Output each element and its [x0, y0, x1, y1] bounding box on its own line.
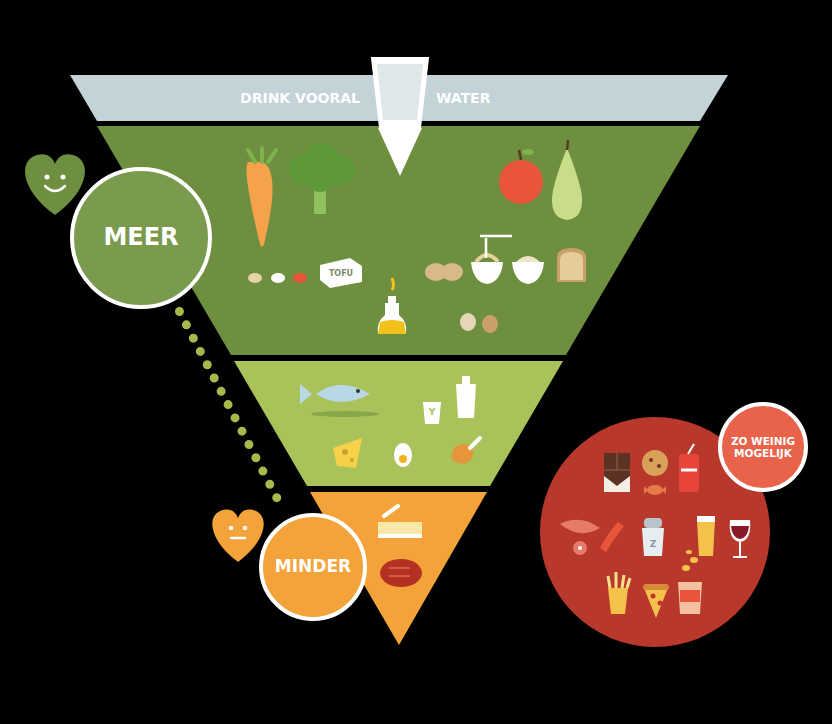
icon-label: Y [429, 407, 436, 417]
light-green-band [234, 361, 563, 486]
label-circle: MEER [70, 167, 212, 309]
water-band: DRINK VOORAL WATER [70, 75, 728, 121]
icon-label: Z [650, 539, 657, 549]
vegetables-fruit-icons [247, 140, 587, 334]
circle-text: MEER [103, 224, 178, 252]
label-circle: ZO WEINIG MOGELIJK [718, 402, 808, 492]
icon-label: TOFU [329, 269, 353, 278]
band-shape [70, 75, 728, 121]
band-text: WATER [436, 90, 490, 106]
circle-text: MINDER [275, 557, 351, 577]
band-text: DRINK VOORAL [240, 90, 360, 106]
down-arrow [378, 128, 422, 176]
glass-water [377, 64, 423, 120]
happy-heart [25, 154, 85, 215]
butter-meat-icons [378, 506, 422, 587]
circle-text: ZO WEINIG MOGELIJK [728, 435, 798, 459]
junk-food-icons [560, 444, 750, 618]
protein-dairy-icons [300, 376, 480, 468]
dotted-connector [179, 312, 283, 511]
neutral-heart [212, 510, 263, 562]
label-circle: MINDER [259, 513, 367, 621]
water-glass [372, 58, 428, 128]
